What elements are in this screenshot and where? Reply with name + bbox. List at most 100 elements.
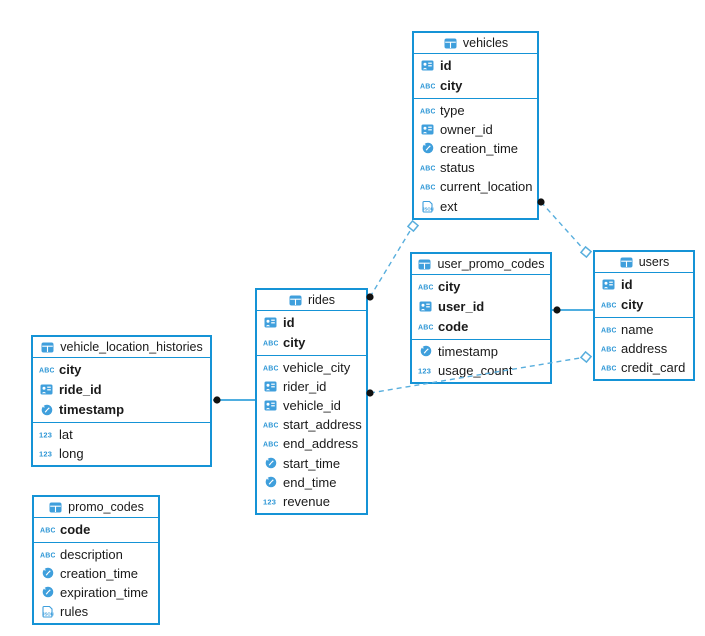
key-fields-section: id ABC city bbox=[414, 54, 537, 99]
abc-text-icon: ABC bbox=[40, 523, 55, 536]
fields-section: ABC vehicle_city rider_id vehicle_id ABC… bbox=[257, 356, 366, 514]
svg-text:ABC: ABC bbox=[420, 166, 435, 173]
relationship-user_promo_codes-to-users bbox=[552, 306, 593, 314]
field-row-timestamp: timestamp bbox=[33, 400, 210, 420]
svg-text:ABC: ABC bbox=[418, 285, 433, 292]
field-name: id bbox=[621, 277, 633, 292]
table-icon bbox=[443, 37, 458, 50]
field-row-creation_time: creation_time bbox=[34, 564, 158, 583]
field-name: ride_id bbox=[59, 382, 102, 397]
field-name: type bbox=[440, 102, 465, 118]
entity-table-promo_codes[interactable]: promo_codes ABC code ABC description cre… bbox=[32, 495, 160, 626]
fields-section: timestamp 123 usage_count bbox=[412, 340, 550, 382]
field-row-type: ABC type bbox=[414, 101, 537, 120]
relationship-line bbox=[540, 201, 587, 253]
field-name: code bbox=[60, 522, 91, 537]
field-row-end_time: end_time bbox=[257, 473, 366, 492]
abc-text-icon: ABC bbox=[40, 548, 55, 561]
field-name: rider_id bbox=[283, 378, 327, 394]
svg-text:ABC: ABC bbox=[601, 327, 616, 334]
table-icon bbox=[619, 256, 634, 269]
field-row-id: id bbox=[595, 275, 693, 295]
entity-table-users[interactable]: users id ABC city ABC name ABC address A… bbox=[593, 250, 695, 382]
entity-table-vehicles[interactable]: vehicles id ABC city ABC type owner_id bbox=[412, 31, 539, 220]
entity-table-user_promo_codes[interactable]: user_promo_codes ABC city user_id ABC co… bbox=[410, 252, 552, 384]
table-header-vehicle_location_histories[interactable]: vehicle_location_histories bbox=[33, 337, 210, 358]
clock-icon bbox=[39, 403, 54, 416]
field-row-start_address: ABC start_address bbox=[257, 415, 366, 434]
field-name: ext bbox=[440, 198, 458, 214]
field-row-city: ABC city bbox=[595, 295, 693, 315]
table-header-vehicles[interactable]: vehicles bbox=[414, 33, 537, 54]
field-row-description: ABC description bbox=[34, 545, 158, 564]
entity-table-vehicle_location_histories[interactable]: vehicle_location_histories ABC city ride… bbox=[31, 335, 212, 467]
field-row-vehicle_id: vehicle_id bbox=[257, 396, 366, 415]
clock-icon bbox=[420, 142, 435, 155]
relationship-endpoint-diamond bbox=[579, 245, 593, 259]
field-name: city bbox=[438, 279, 461, 294]
field-row-usage_count: 123 usage_count bbox=[412, 361, 550, 380]
field-row-creation_time: creation_time bbox=[414, 139, 537, 158]
fields-section: ABC name ABC address ABC credit_card bbox=[595, 318, 693, 380]
field-row-ride_id: ride_id bbox=[33, 380, 210, 400]
abc-text-icon: ABC bbox=[420, 79, 435, 92]
field-name: status bbox=[440, 160, 475, 176]
field-row-code: ABC code bbox=[412, 317, 550, 337]
field-name: address bbox=[621, 340, 668, 356]
field-row-name: ABC name bbox=[595, 320, 693, 339]
id-badge-icon bbox=[263, 316, 278, 329]
field-row-id: id bbox=[257, 313, 366, 333]
table-title: user_promo_codes bbox=[437, 257, 545, 271]
id-badge-icon bbox=[263, 380, 278, 393]
field-name: description bbox=[60, 546, 123, 562]
abc-text-icon: ABC bbox=[420, 161, 435, 174]
field-name: city bbox=[283, 335, 306, 350]
abc-text-icon: ABC bbox=[263, 437, 278, 450]
field-name: rules bbox=[60, 604, 89, 620]
table-header-promo_codes[interactable]: promo_codes bbox=[34, 497, 158, 518]
abc-text-icon: ABC bbox=[601, 342, 616, 355]
field-row-end_address: ABC end_address bbox=[257, 434, 366, 453]
entity-table-rides[interactable]: rides id ABC city ABC vehicle_city rider… bbox=[255, 288, 368, 515]
field-row-revenue: 123 revenue bbox=[257, 492, 366, 511]
fields-section: 123 lat 123 long bbox=[33, 423, 210, 465]
field-row-city: ABC city bbox=[414, 76, 537, 96]
svg-text:ABC: ABC bbox=[263, 341, 278, 348]
table-header-user_promo_codes[interactable]: user_promo_codes bbox=[412, 254, 550, 275]
table-icon bbox=[48, 501, 63, 514]
svg-text:ABC: ABC bbox=[263, 423, 278, 430]
table-title: users bbox=[638, 255, 670, 269]
field-row-address: ABC address bbox=[595, 339, 693, 358]
svg-text:ABC: ABC bbox=[40, 528, 55, 535]
svg-text:JSON: JSON bbox=[42, 612, 53, 617]
abc-text-icon: ABC bbox=[263, 336, 278, 349]
abc-text-icon: ABC bbox=[601, 298, 616, 311]
field-row-id: id bbox=[414, 56, 537, 76]
field-name: start_address bbox=[283, 417, 362, 433]
clock-icon bbox=[263, 457, 278, 470]
field-name: revenue bbox=[283, 493, 330, 509]
table-header-users[interactable]: users bbox=[595, 252, 693, 273]
key-fields-section: ABC city ride_id timestamp bbox=[33, 358, 210, 423]
svg-text:ABC: ABC bbox=[420, 84, 435, 91]
key-fields-section: id ABC city bbox=[257, 311, 366, 356]
relationship-line bbox=[369, 225, 414, 298]
field-name: timestamp bbox=[438, 343, 498, 359]
field-name: city bbox=[621, 297, 644, 312]
field-row-vehicle_city: ABC vehicle_city bbox=[257, 358, 366, 377]
clock-icon bbox=[263, 476, 278, 489]
clock-icon bbox=[40, 567, 55, 580]
field-row-city: ABC city bbox=[257, 333, 366, 353]
abc-text-icon: ABC bbox=[420, 180, 435, 193]
abc-text-icon: ABC bbox=[418, 320, 433, 333]
field-name: vehicle_city bbox=[283, 359, 351, 375]
key-fields-section: ABC city user_id ABC code bbox=[412, 275, 550, 340]
field-row-user_id: user_id bbox=[412, 297, 550, 317]
table-header-rides[interactable]: rides bbox=[257, 290, 366, 311]
relationship-endpoint-diamond bbox=[406, 219, 420, 233]
field-row-timestamp: timestamp bbox=[412, 342, 550, 361]
field-row-current_location: ABC current_location bbox=[414, 177, 537, 196]
field-name: creation_time bbox=[60, 565, 139, 581]
svg-text:ABC: ABC bbox=[263, 365, 278, 372]
svg-text:123: 123 bbox=[263, 497, 276, 506]
